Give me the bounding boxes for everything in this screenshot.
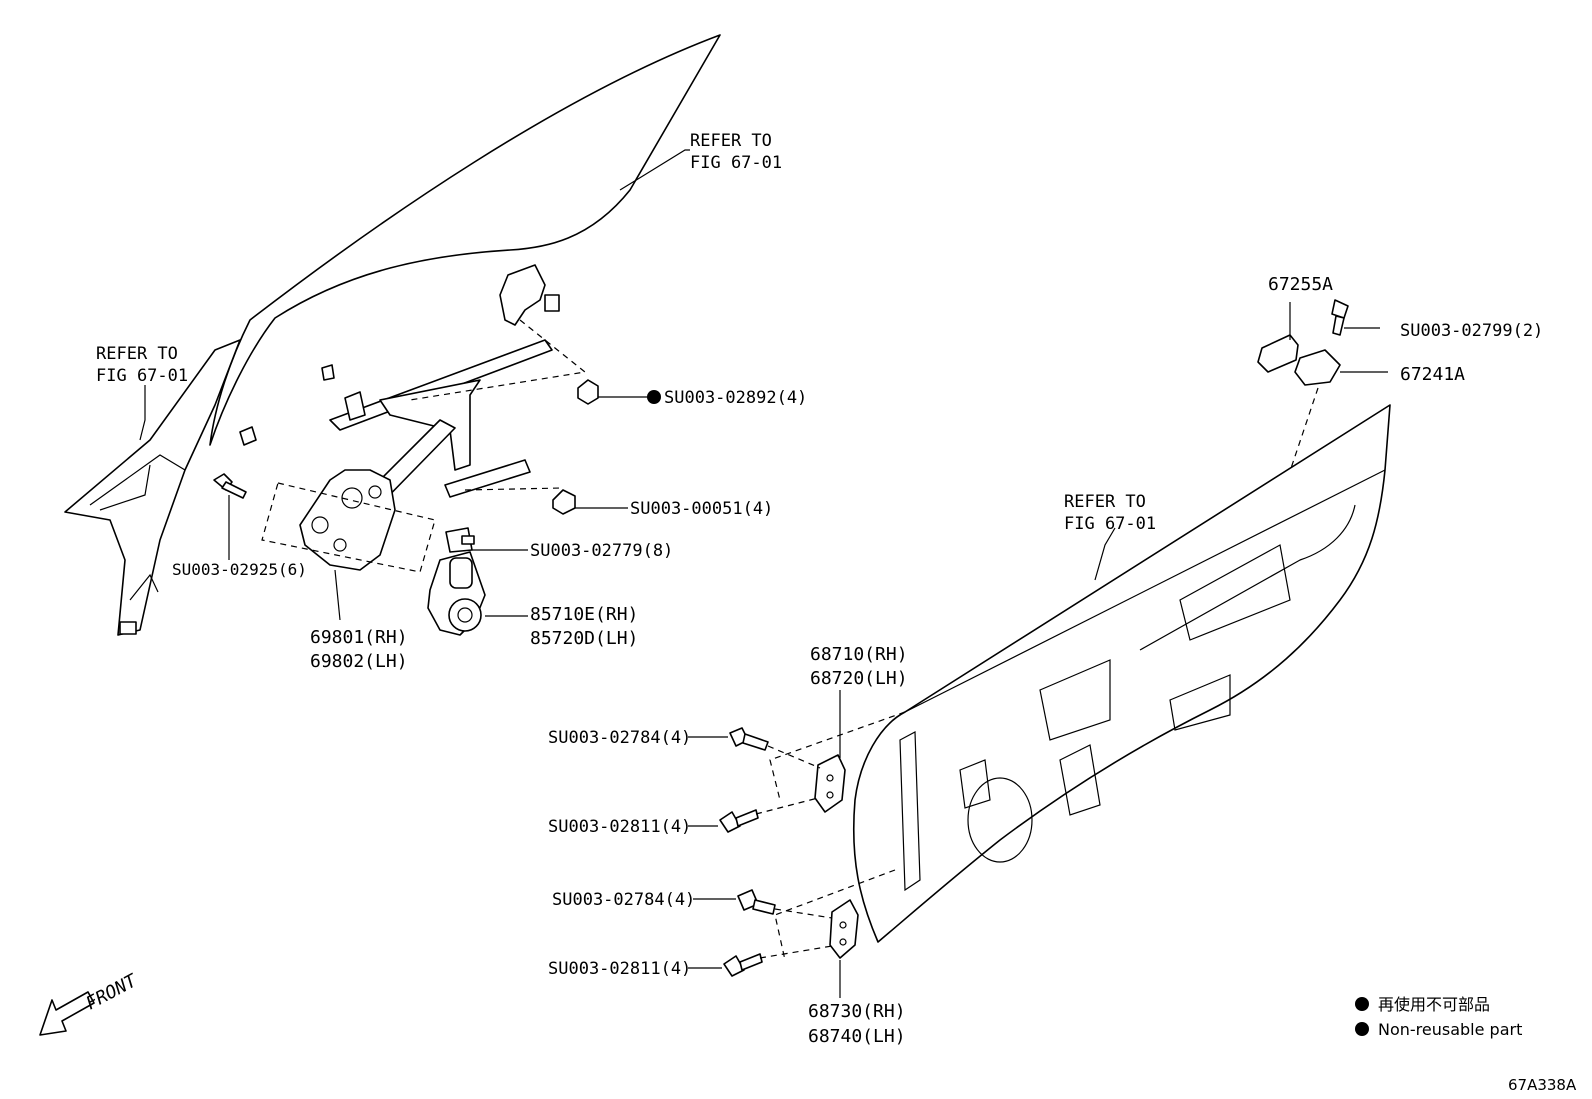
legend-dot-jp bbox=[1355, 997, 1369, 1011]
label-lower-hinge-rh: 68730(RH) bbox=[808, 1001, 906, 1022]
label-bolt-02784-a: SU003-02784(4) bbox=[548, 728, 691, 748]
label-motor-lh: 85720D(LH) bbox=[530, 628, 638, 649]
refer-note-sash-line1: REFER TO bbox=[96, 344, 178, 364]
label-upper-hinge-lh: 68720(LH) bbox=[810, 668, 908, 689]
label-lower-hinge-lh: 68740(LH) bbox=[808, 1026, 906, 1047]
bolt-02811-a-icon bbox=[719, 809, 759, 833]
refer-note-glass-line1: REFER TO bbox=[690, 131, 772, 151]
striker-base bbox=[1294, 349, 1341, 386]
front-sash bbox=[64, 339, 241, 636]
legend-jp: 再使用不可部品 bbox=[1378, 995, 1490, 1014]
refer-note-door-line1: REFER TO bbox=[1064, 492, 1146, 512]
label-motor-rh: 85710E(RH) bbox=[530, 604, 638, 625]
leader-lines bbox=[139, 149, 1388, 998]
front-label: FRONT bbox=[82, 970, 141, 1015]
label-nut-00051: SU003-00051(4) bbox=[630, 499, 773, 519]
label-nut-02892: SU003-02892(4) bbox=[664, 388, 807, 408]
label-bolt-02925: SU003-02925(6) bbox=[172, 560, 307, 579]
label-upper-hinge-rh: 68710(RH) bbox=[810, 644, 908, 665]
legend-dot-en bbox=[1355, 1022, 1369, 1036]
door-striker bbox=[1257, 334, 1299, 373]
label-bolt-02811-b: SU003-02811(4) bbox=[548, 959, 691, 979]
bolt-02799-icon bbox=[1331, 299, 1349, 336]
label-bolt-02779: SU003-02779(8) bbox=[530, 541, 673, 561]
non-reusable-dot-02892 bbox=[647, 390, 661, 404]
lower-hinge bbox=[829, 899, 859, 959]
label-striker-base: 67241A bbox=[1400, 364, 1465, 385]
bolt-02925-icon bbox=[213, 473, 247, 499]
door-panel bbox=[852, 404, 1391, 943]
label-bolt-02799: SU003-02799(2) bbox=[1400, 321, 1543, 341]
regulator-motor bbox=[427, 551, 486, 636]
bolt-02784-a-icon bbox=[729, 727, 769, 751]
window-regulator bbox=[261, 319, 587, 573]
refer-note-door-line2: FIG 67-01 bbox=[1064, 514, 1156, 534]
upper-hinge bbox=[814, 754, 846, 813]
front-arrow-icon bbox=[39, 991, 95, 1036]
refer-note-sash-line2: FIG 67-01 bbox=[96, 366, 188, 386]
nut-00051-icon bbox=[552, 489, 576, 515]
door-glass bbox=[209, 34, 721, 446]
label-regulator-lh: 69802(LH) bbox=[310, 651, 408, 672]
refer-note-glass-line2: FIG 67-01 bbox=[690, 153, 782, 173]
legend-en: Non-reusable part bbox=[1378, 1020, 1522, 1039]
label-bolt-02811-a: SU003-02811(4) bbox=[548, 817, 691, 837]
bolt-02784-b-icon bbox=[737, 889, 776, 915]
label-bolt-02784-b: SU003-02784(4) bbox=[552, 890, 695, 910]
figure-code: 67A338A bbox=[1508, 1076, 1577, 1094]
label-striker: 67255A bbox=[1268, 274, 1333, 295]
bolt-02779-icon bbox=[445, 527, 475, 553]
label-regulator-rh: 69801(RH) bbox=[310, 627, 408, 648]
bolt-02811-b-icon bbox=[723, 953, 763, 977]
nut-02892-icon bbox=[577, 379, 599, 405]
